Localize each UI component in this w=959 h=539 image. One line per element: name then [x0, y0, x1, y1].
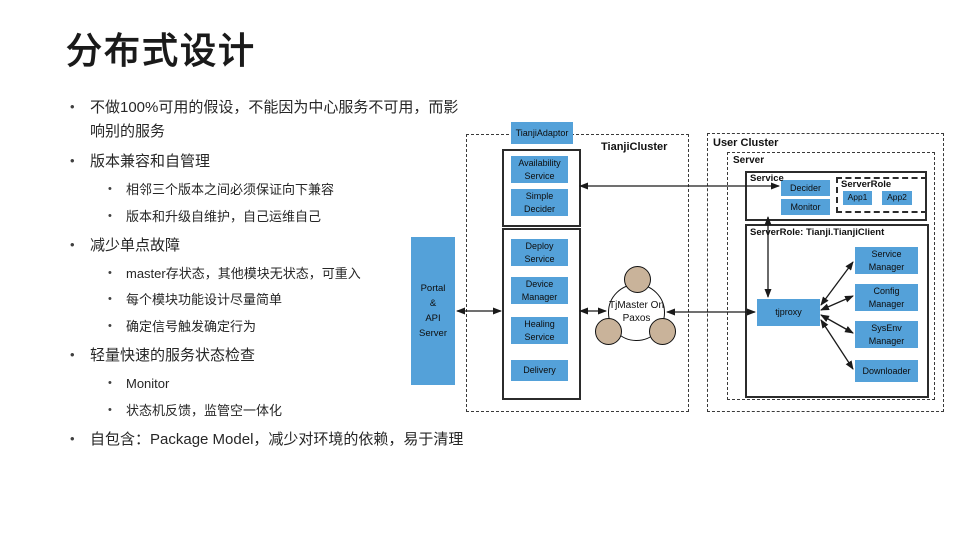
paxos-replica-icon — [595, 318, 622, 345]
paxos-replica-icon — [624, 266, 651, 293]
decider-node: Decider — [781, 180, 830, 196]
server-boundary — [727, 152, 935, 400]
service-manager-node: Service Manager — [855, 247, 918, 274]
bullet-item: 相邻三个版本之间必须保证向下兼容 — [106, 180, 464, 201]
serverrole-label: ServerRole — [841, 179, 892, 190]
monitor-node: Monitor — [781, 199, 830, 215]
portal-line: Server — [419, 328, 447, 340]
user-cluster-boundary — [707, 133, 944, 412]
server-label: Server — [733, 155, 765, 166]
serverrole-apps-boundary — [836, 177, 927, 213]
simple-decider-node: Simple Decider — [511, 189, 568, 216]
service-label: Service — [750, 173, 784, 184]
bullet-item: 减少单点故障 — [68, 234, 464, 258]
user-cluster-label: User Cluster — [713, 137, 779, 149]
bullet-list: 不做100%可用的假设，不能因为中心服务不可用，而影响别的服务 版本兼容和自管理… — [68, 96, 464, 458]
deploy-service-node: Deploy Service — [511, 239, 568, 266]
tianji-cluster-boundary — [466, 134, 689, 412]
bullet-item: 状态机反馈，监管空一体化 — [106, 401, 464, 422]
bullet-item: 版本兼容和自管理 — [68, 150, 464, 174]
paxos-replica-icon — [649, 318, 676, 345]
config-manager-node: Config Manager — [855, 284, 918, 311]
bullet-item: 每个模块功能设计尽量简单 — [106, 290, 464, 311]
tianji-adaptor-node: TianjiAdaptor — [511, 122, 573, 144]
app2-node: App2 — [882, 191, 912, 205]
bullet-item: 不做100%可用的假设，不能因为中心服务不可用，而影响别的服务 — [68, 96, 464, 144]
availability-service-node: Availability Service — [511, 156, 568, 183]
portal-line: & — [429, 297, 437, 309]
bullet-item: 轻量快速的服务状态检查 — [68, 344, 464, 368]
portal-line: API — [425, 313, 441, 324]
device-manager-node: Device Manager — [511, 277, 568, 304]
bullet-item: master存状态，其他模块无状态，可重入 — [106, 264, 464, 285]
downloader-node: Downloader — [855, 360, 918, 382]
tianji-cluster-label: TianjiCluster — [601, 141, 668, 153]
healing-service-node: Healing Service — [511, 317, 568, 344]
tianji-client-label: ServerRole: Tianji.TianjiClient — [750, 227, 885, 238]
app1-node: App1 — [843, 191, 872, 205]
tjproxy-node: tjproxy — [757, 299, 820, 326]
portal-line: Portal — [420, 282, 446, 294]
sysenv-manager-node: SysEnv Manager — [855, 321, 918, 348]
bullet-item: 自包含：Package Model，减少对环境的依赖，易于清理 — [68, 428, 464, 452]
page-title: 分布式设计 — [66, 30, 257, 71]
delivery-node: Delivery — [511, 360, 568, 381]
portal-api-server-node: Portal & API Server — [411, 237, 455, 385]
bullet-item: 确定信号触发确定行为 — [106, 317, 464, 338]
bullet-item: Monitor — [106, 374, 464, 395]
bullet-item: 版本和升级自维护，自己运维自己 — [106, 207, 464, 228]
